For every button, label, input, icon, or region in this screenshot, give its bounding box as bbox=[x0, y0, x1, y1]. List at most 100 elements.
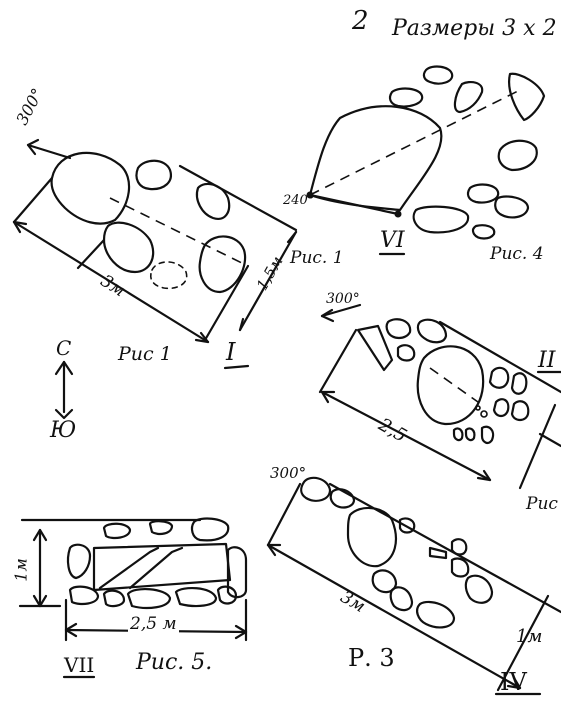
figure-1-drawing bbox=[12, 138, 298, 370]
fig4-stone bbox=[497, 139, 538, 172]
fig5-stone bbox=[102, 522, 132, 540]
fig2-dimension-line bbox=[320, 390, 492, 482]
fig3-stone bbox=[428, 546, 448, 560]
fig5-width-label: 1м bbox=[11, 558, 31, 582]
fig3-stone bbox=[329, 488, 356, 509]
fig2-stone bbox=[480, 425, 495, 445]
fig1-caption-secondary: Рис 1 bbox=[118, 343, 172, 365]
fig2-stone bbox=[416, 318, 448, 344]
fig2-dim-arrow bbox=[320, 390, 336, 404]
fig2-stone bbox=[510, 400, 530, 422]
fig1-dimension-line bbox=[12, 220, 210, 344]
fig2-caption: Рис bbox=[526, 494, 558, 514]
fig3-stone bbox=[300, 476, 332, 502]
fig5-caption: Рис. 5. bbox=[136, 650, 213, 675]
fig3-stone bbox=[398, 517, 416, 534]
fig3-dim-arrow bbox=[266, 543, 282, 557]
fig2-axis bbox=[429, 367, 479, 403]
fig2-direction-label: 300° bbox=[326, 291, 360, 307]
fig4-axis bbox=[309, 89, 521, 196]
fig1-arrowhead bbox=[26, 138, 40, 156]
fig1-caption: Рис. 1 bbox=[290, 248, 344, 268]
fig5-length-arrows bbox=[64, 622, 248, 640]
fig5-numeral: VII bbox=[64, 653, 95, 677]
compass-south-label: Ю bbox=[50, 418, 77, 443]
figure-4-drawing bbox=[306, 65, 546, 256]
fig1-outline bbox=[178, 164, 298, 232]
fig3-end-line bbox=[496, 594, 550, 692]
fig4-stone-large bbox=[308, 105, 443, 212]
fig4-stone bbox=[388, 87, 424, 108]
fig4-point bbox=[394, 210, 402, 218]
fig5-stone bbox=[216, 585, 238, 605]
fig5-stone bbox=[126, 588, 172, 609]
fig3-end-line bbox=[266, 482, 302, 547]
fig4-point bbox=[306, 191, 314, 199]
fig1-axis bbox=[109, 197, 249, 267]
fig3-dimension-line bbox=[266, 543, 522, 690]
fig2-point bbox=[475, 405, 481, 411]
fig2-stone bbox=[464, 427, 476, 442]
fig1-stone bbox=[135, 159, 172, 191]
compass-north-label: С bbox=[56, 336, 72, 360]
page-number: 2 bbox=[352, 6, 369, 36]
fig3-stone bbox=[371, 569, 398, 594]
page-title: Размеры 3 x 2 bbox=[392, 16, 557, 41]
fig5-length-label: 2,5 м bbox=[128, 614, 179, 634]
fig1-outline bbox=[12, 176, 54, 224]
fig1-numeral-underline bbox=[223, 364, 250, 370]
fig4-stone bbox=[471, 224, 496, 240]
fig4-caption: Рис. 4 bbox=[490, 244, 544, 264]
fig5-stone bbox=[174, 586, 218, 608]
fig2-stone bbox=[396, 344, 416, 362]
fig4-stone bbox=[466, 183, 500, 204]
fig3-stone bbox=[389, 586, 414, 612]
fig4-stone bbox=[494, 195, 530, 219]
fig2-numeral: II bbox=[538, 348, 556, 373]
fig1-dim-arrow bbox=[194, 331, 210, 344]
fig3-width-label: 1м bbox=[516, 626, 543, 647]
fig4-stone bbox=[508, 72, 546, 122]
fig4-end-line bbox=[308, 193, 400, 216]
fig2-tick bbox=[538, 432, 561, 448]
fig1-stone bbox=[195, 182, 231, 220]
fig1-stone-dashed bbox=[149, 261, 188, 290]
fig3-outline bbox=[328, 482, 561, 614]
fig2-stone bbox=[510, 372, 528, 395]
compass-tail bbox=[54, 408, 74, 420]
fig3-stone-large bbox=[346, 506, 397, 568]
fig2-direction-arrow bbox=[320, 303, 362, 318]
fig3-direction-label: 300° bbox=[270, 464, 307, 482]
fig4-stone bbox=[412, 205, 470, 234]
fig1-numeral: I bbox=[226, 338, 236, 366]
fig5-crack bbox=[98, 546, 160, 590]
fig4-stone bbox=[422, 65, 454, 85]
fig3-stone bbox=[416, 600, 456, 629]
fig1-width-line bbox=[238, 230, 298, 332]
fig3-caption: Р. 3 bbox=[348, 644, 395, 672]
figure-2-drawing bbox=[318, 303, 561, 490]
compass-drawing bbox=[54, 360, 74, 420]
fig4-direction-label: 240° bbox=[283, 193, 315, 208]
fig2-dim-arrow bbox=[476, 469, 492, 482]
fig2-stone-large bbox=[416, 345, 485, 426]
fig2-end-line bbox=[518, 403, 557, 490]
fig1-stone-head bbox=[50, 151, 131, 225]
compass-arrowhead bbox=[54, 360, 74, 376]
fig1-width-arrows bbox=[238, 230, 298, 332]
fig4-numeral: VI bbox=[380, 228, 405, 253]
fig5-stone bbox=[68, 585, 100, 606]
fig5-stone bbox=[102, 589, 126, 608]
fig5-extension-lines bbox=[64, 598, 248, 642]
fig3-stone bbox=[450, 557, 470, 578]
fig1-stone bbox=[198, 235, 247, 294]
fig5-stone-slab bbox=[92, 542, 232, 592]
fig4-stone bbox=[453, 81, 484, 114]
fig5-height-arrows bbox=[32, 528, 48, 608]
fig2-stone bbox=[385, 318, 412, 340]
fig2-point bbox=[480, 410, 488, 418]
fig1-direction-arrow bbox=[26, 143, 72, 160]
fig5-crack bbox=[128, 546, 184, 590]
fig3-dim-arrow bbox=[506, 676, 522, 690]
fig1-end-line bbox=[203, 264, 250, 342]
